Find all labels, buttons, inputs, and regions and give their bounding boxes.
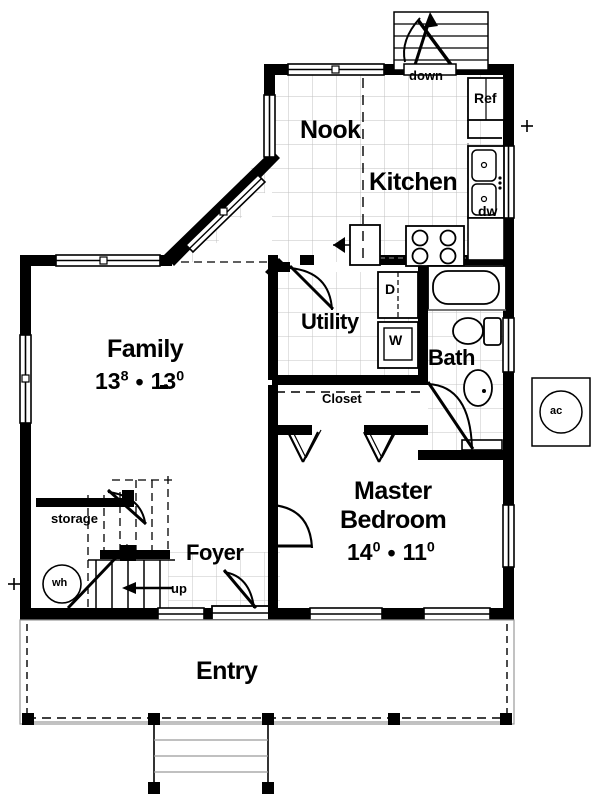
- closet-bifold-left: [287, 429, 322, 463]
- foyer-door: [222, 569, 258, 609]
- room-label-foyer: Foyer: [186, 540, 244, 565]
- dishwasher-icon: [467, 217, 505, 261]
- pantry-cabinet: [333, 224, 381, 266]
- room-label-utility: Utility: [301, 309, 359, 334]
- appliance-label-ac: ac: [550, 405, 563, 417]
- master-dim-width: 14: [347, 539, 373, 565]
- cooktop-icon: [405, 225, 465, 267]
- water-heater-icon: [42, 564, 82, 604]
- front-steps: [148, 725, 274, 794]
- window-nook-top: [287, 63, 385, 76]
- family-dim-height-inches: 0: [176, 368, 185, 385]
- stair-label-down: down: [409, 68, 443, 83]
- room-label-family: Family: [107, 335, 184, 363]
- family-dim-width-inches: 8: [120, 368, 129, 385]
- window-master-bottom-2: [423, 607, 491, 621]
- window-angled-wall: [184, 173, 267, 254]
- window-bath-right: [502, 317, 515, 373]
- kitchen-fixtures: [333, 77, 505, 267]
- family-dim-width: 13: [95, 368, 121, 394]
- kitchen-sink-icon: [467, 145, 505, 219]
- family-dim-height: 13: [150, 368, 177, 394]
- refrigerator-icon: [467, 77, 505, 139]
- room-label-closet: Closet: [322, 391, 362, 406]
- room-label-storage: storage: [51, 511, 98, 526]
- master-dim-height-inches: 0: [426, 539, 435, 556]
- appliance-label-dishwasher: dw: [478, 203, 498, 219]
- appliance-label-water-heater: wh: [52, 577, 68, 589]
- ac-condenser-icon: [531, 377, 591, 447]
- vanity-sink-icon: [461, 369, 503, 451]
- room-label-entry: Entry: [196, 657, 258, 685]
- master-dim-height: 11: [402, 539, 427, 565]
- family-dim-separator: •: [135, 369, 144, 396]
- room-label-nook: Nook: [300, 116, 361, 144]
- window-family-left: [19, 334, 32, 424]
- window-master-right: [502, 504, 515, 568]
- window-master-bottom-1: [309, 607, 383, 621]
- utility-fixtures: [288, 264, 419, 369]
- room-label-bath: Bath: [428, 345, 475, 370]
- master-dim-separator: •: [387, 540, 396, 567]
- closet-bifold-right: [363, 429, 398, 463]
- closet-fixtures: [276, 391, 424, 463]
- master-bedroom-door: [268, 500, 314, 549]
- room-dimensions-master: 140•110: [347, 539, 435, 567]
- dimension-tick-marks: [8, 120, 533, 590]
- room-dimensions-family: 138•130: [95, 368, 184, 396]
- stair-label-up: up: [171, 581, 187, 596]
- bath-door: [426, 381, 475, 450]
- utility-door: [288, 264, 335, 311]
- bathtub-icon: [427, 265, 507, 311]
- room-label-master-line2: Bedroom: [340, 506, 447, 534]
- room-label-master-line1: Master: [354, 477, 432, 505]
- window-nook-left: [263, 94, 276, 158]
- bath-fixtures: [426, 265, 507, 451]
- washer-icon: [377, 321, 419, 369]
- toilet-icon: [452, 317, 502, 346]
- window-foyer-bottom: [157, 607, 205, 621]
- master-dim-width-inches: 0: [372, 539, 381, 556]
- dryer-icon: [377, 271, 419, 319]
- room-label-kitchen: Kitchen: [369, 168, 458, 196]
- window-family-top: [55, 254, 161, 267]
- appliance-label-refrigerator: Ref: [474, 90, 497, 106]
- appliance-label-dryer: D: [385, 281, 396, 297]
- windows: [19, 63, 515, 621]
- stair-down: [393, 11, 489, 76]
- appliance-label-washer: W: [389, 332, 403, 348]
- stair-up: [42, 476, 258, 610]
- entry-door-front: [211, 605, 271, 621]
- entry-porch: [19, 619, 515, 794]
